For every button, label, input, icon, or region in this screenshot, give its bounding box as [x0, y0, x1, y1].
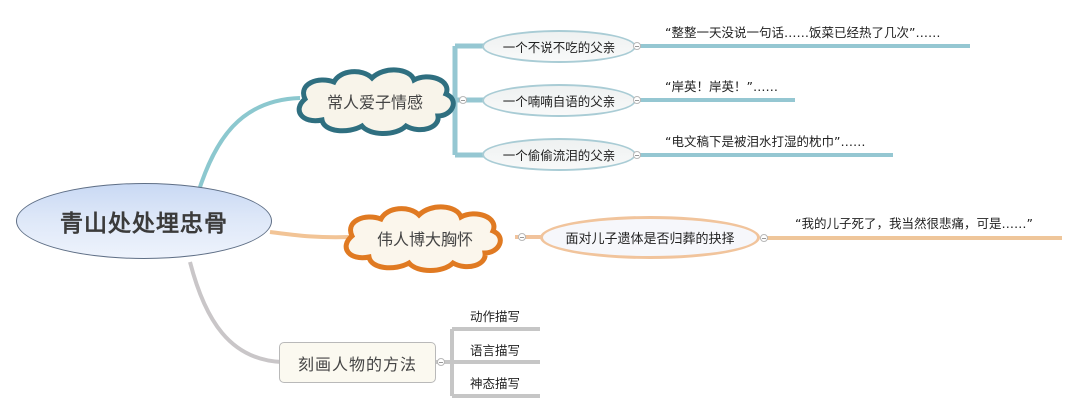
child-node[interactable]: 一个不说不吃的父亲: [482, 30, 636, 63]
collapse-toggle-icon[interactable]: [633, 42, 641, 50]
child-node[interactable]: 一个偷偷流泪的父亲: [482, 138, 636, 171]
collapse-toggle-icon[interactable]: [633, 96, 641, 104]
detail-text[interactable]: “我的儿子死了，我当然很悲痛，可是……”: [795, 216, 1033, 231]
cloud-branch-1: [296, 67, 456, 136]
collapse-toggle-icon[interactable]: [459, 96, 467, 104]
detail-text[interactable]: “整整一天没说一句话……饭菜已经热了几次”……: [665, 25, 941, 40]
collapse-toggle-icon[interactable]: [633, 151, 641, 159]
method-item[interactable]: 神态描写: [470, 376, 521, 391]
collapse-toggle-icon[interactable]: [518, 233, 526, 241]
child-node[interactable]: 面对儿子遗体是否归葬的抉择: [540, 216, 760, 259]
root-node[interactable]: 青山处处埋忠骨: [16, 183, 272, 259]
method-item[interactable]: 动作描写: [470, 309, 521, 324]
child-node[interactable]: 一个喃喃自语的父亲: [482, 84, 636, 117]
collapse-toggle-icon[interactable]: [760, 234, 768, 242]
detail-text[interactable]: “岸英！岸英！”……: [665, 79, 778, 94]
collapse-toggle-icon[interactable]: [437, 358, 445, 366]
cloud-branch-2: [343, 204, 503, 273]
branch-node-刻画人物的方法[interactable]: 刻画人物的方法: [279, 342, 436, 383]
method-item[interactable]: 语言描写: [470, 343, 521, 358]
detail-text[interactable]: “电文稿下是被泪水打湿的枕巾”……: [665, 134, 866, 149]
branch-node-常人爱子情感[interactable]: 常人爱子情感: [326, 93, 423, 112]
branch-node-伟人博大胸怀[interactable]: 伟人博大胸怀: [376, 230, 473, 249]
